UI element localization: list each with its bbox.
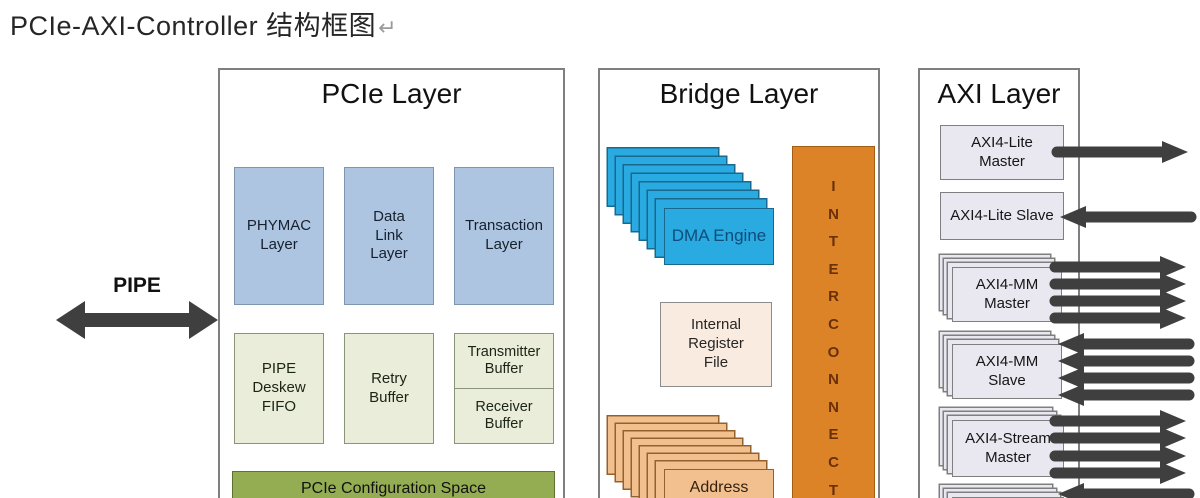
axi4-lite-master-label: AXI4-Lite Master <box>971 133 1033 170</box>
internal-register-file-block: Internal Register File <box>660 302 772 387</box>
axi4-lite-master-block: AXI4-Lite Master <box>940 125 1064 180</box>
pipe-double-arrow-icon <box>56 301 218 339</box>
dma-engine-stack: DMA Engine <box>664 207 774 265</box>
axi-layer-title: AXI Layer <box>937 78 1061 109</box>
axi4-mm-slave-in-arrow-icon <box>1058 367 1195 389</box>
axi4-mm-master-out-arrow-icon <box>1049 256 1186 278</box>
axi4-mm-master-label: AXI4-MM Master <box>975 275 1039 312</box>
axi4-stream-slave-in-arrow-icon <box>1058 483 1195 498</box>
pcie-layer-panel: PCIe Layer PHYMAC Layer Data Link Layer … <box>218 68 565 498</box>
bridge-layer-title: Bridge Layer <box>659 78 819 109</box>
pipe-label: PIPE <box>113 274 161 297</box>
transaction-layer-label: Transaction Layer <box>465 217 543 253</box>
page-title-text: PCIe-AXI-Controller 结构框图 <box>10 11 377 41</box>
axi4-lite-slave-in-arrow-icon <box>1060 206 1197 228</box>
axi4-mm-slave-in-arrow-icon <box>1058 333 1195 355</box>
bridge-layer-panel: Bridge Layer DMA Engine Internal Registe… <box>598 68 880 498</box>
transmitter-buffer-cell: Transmitter Buffer <box>455 334 553 388</box>
interconnect-bar: INTERCONNECT <box>792 146 875 498</box>
address-stack: Address <box>664 468 774 498</box>
page-title: PCIe-AXI-Controller 结构框图↵ <box>10 4 397 43</box>
axi4-mm-master-out-arrow-icon <box>1049 273 1186 295</box>
tx-rx-buffer-block: Transmitter Buffer Receiver Buffer <box>454 333 554 444</box>
address-stack-label: Address <box>689 478 749 496</box>
paragraph-mark: ↵ <box>378 15 398 40</box>
axi4-lite-master-out-arrow-icon <box>1051 141 1188 163</box>
phymac-layer-block: PHYMAC Layer <box>234 167 324 305</box>
axi4-stream-master-out-arrow-icon <box>1049 445 1186 467</box>
pipe-deskew-fifo-block: PIPE Deskew FIFO <box>234 333 324 444</box>
interconnect-label: INTERCONNECT <box>827 178 840 498</box>
data-link-layer-label: Data Link Layer <box>370 207 408 263</box>
dma-engine-label: DMA Engine <box>671 226 767 245</box>
retry-buffer-block: Retry Buffer <box>344 333 434 444</box>
axi4-stream-master-label: AXI4-Stream Master <box>965 429 1051 466</box>
axi4-mm-master-out-arrow-icon <box>1049 290 1186 312</box>
receiver-buffer-label: Receiver Buffer <box>475 398 533 432</box>
axi4-stream-master-out-arrow-icon <box>1049 427 1186 449</box>
axi4-stream-master-out-arrow-icon <box>1049 462 1186 484</box>
retry-buffer-label: Retry Buffer <box>369 369 409 406</box>
transmitter-buffer-label: Transmitter Buffer <box>467 343 541 377</box>
axi4-lite-slave-block: AXI4-Lite Slave <box>940 192 1064 240</box>
data-link-layer-block: Data Link Layer <box>344 167 434 305</box>
axi4-mm-slave-stack: AXI4-MM Slave <box>952 344 1062 399</box>
pcie-configuration-space-bar: PCIe Configuration Space <box>232 471 555 498</box>
internal-register-file-label: Internal Register File <box>688 316 744 371</box>
receiver-buffer-cell: Receiver Buffer <box>455 388 553 443</box>
pcie-layer-title: PCIe Layer <box>321 78 462 109</box>
axi4-stream-master-out-arrow-icon <box>1049 410 1186 432</box>
axi4-mm-master-stack: AXI4-MM Master <box>952 267 1062 322</box>
transaction-layer-block: Transaction Layer <box>454 167 554 305</box>
axi4-mm-master-out-arrow-icon <box>1049 307 1186 329</box>
axi4-lite-slave-label: AXI4-Lite Slave <box>950 206 1054 224</box>
axi4-mm-slave-in-arrow-icon <box>1058 350 1195 372</box>
pcie-configuration-space-label: PCIe Configuration Space <box>301 480 486 497</box>
pipe-deskew-fifo-label: PIPE Deskew FIFO <box>252 360 306 415</box>
axi4-mm-slave-label: AXI4-MM Slave <box>975 352 1039 389</box>
axi4-mm-slave-in-arrow-icon <box>1058 384 1195 406</box>
axi4-stream-master-stack: AXI4-Stream Master <box>952 420 1064 477</box>
phymac-layer-label: PHYMAC Layer <box>246 217 312 253</box>
